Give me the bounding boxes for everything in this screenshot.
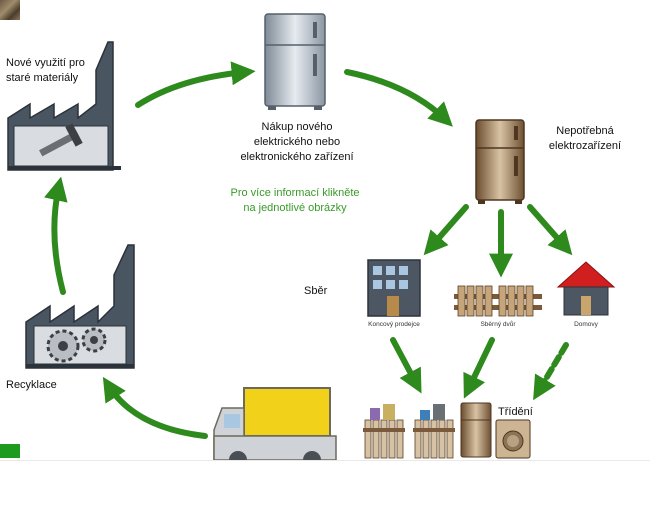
sorting-bins-icon[interactable] [363, 402, 531, 459]
recycling-label: Recyklace [6, 379, 57, 391]
arrow-new-to-unneeded [344, 69, 453, 127]
info-hint-line1: Pro více informací klikněte [230, 187, 360, 199]
reuse-label-line1: Nové využití pro [6, 57, 85, 69]
arrow-home-to-sorting [533, 342, 569, 401]
new-device-label: Nákup nového elektrického nebo elektroni… [222, 120, 372, 165]
unneeded-label: Nepotřebná elektrozařízení [530, 124, 640, 154]
bottom-strip [0, 460, 650, 529]
thumbnail-image [0, 0, 20, 20]
info-hint: Pro více informací klikněte na jednotliv… [205, 186, 385, 216]
reuse-label: Nové využití pro staré materiály [6, 56, 85, 86]
arrow-recycling-to-reuse [44, 176, 68, 295]
old-fridge-icon[interactable] [475, 119, 525, 204]
collection-yard-label: Sběrný dvůr [480, 321, 516, 328]
collection-label: Sběr [304, 285, 328, 297]
cycle-arrows [44, 61, 573, 439]
new-device-label-line1: Nákup nového [261, 121, 333, 133]
unneeded-label-line1: Nepotřebná [556, 125, 614, 137]
truck-icon[interactable] [213, 387, 337, 469]
factory-gears-icon[interactable] [25, 244, 135, 369]
unneeded-label-line2: elektrozařízení [548, 140, 622, 152]
arrow-yard-to-sorting [463, 337, 495, 399]
arrow-unneeded-to-home [527, 204, 573, 256]
new-device-label-line3: elektronického zařízení [240, 151, 354, 163]
sorting-label: Třídění [498, 406, 533, 418]
retailer-label: Koncový prodejce [368, 321, 420, 328]
arrow-retailer-to-sorting [390, 337, 422, 394]
house-icon[interactable] [556, 261, 616, 316]
home-label: Domovy [574, 321, 598, 328]
reuse-label-line2: staré materiály [6, 72, 79, 84]
arrow-truck-to-recycling [102, 376, 208, 439]
arrow-unneeded-to-retailer [423, 204, 469, 256]
new-device-label-line2: elektrického nebo [253, 136, 341, 148]
arrow-reuse-to-new [135, 61, 256, 108]
fenced-yard-icon[interactable] [454, 285, 542, 317]
shop-building-icon[interactable] [367, 259, 421, 317]
info-hint-line2: na jednotlivé obrázky [243, 202, 347, 214]
green-tab [0, 444, 20, 458]
new-fridge-icon[interactable] [264, 13, 326, 110]
factory-hammer-icon[interactable] [7, 41, 121, 171]
